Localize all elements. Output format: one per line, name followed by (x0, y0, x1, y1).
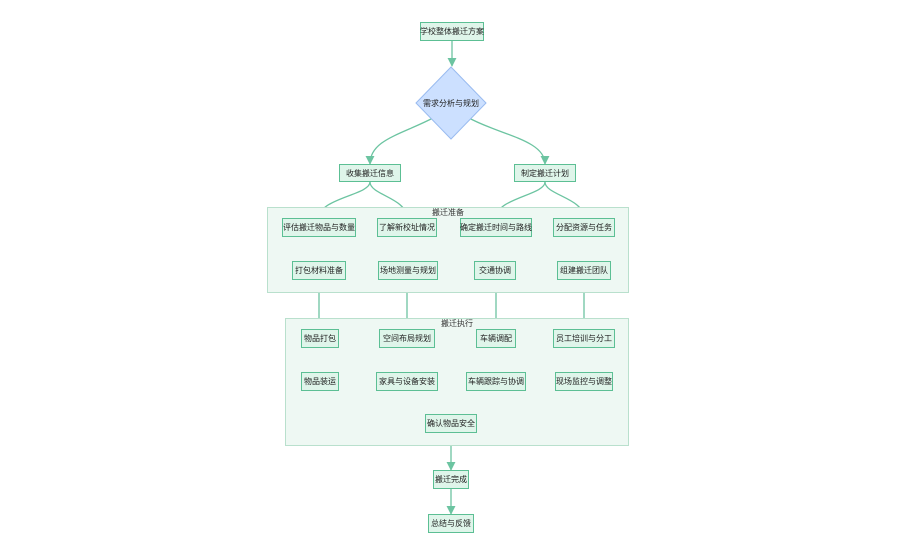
summary-node: 总结与反馈 (428, 514, 474, 533)
team-node: 组建搬迁团队 (557, 261, 611, 280)
exec-cluster-title: 搬迁执行 (441, 319, 473, 328)
pack-node: 物品打包 (301, 329, 339, 348)
training-node: 员工培训与分工 (553, 329, 615, 348)
assign-node: 分配资源与任务 (553, 218, 615, 237)
confirm-node: 确认物品安全 (425, 414, 477, 433)
tracking-node: 车辆跟踪与协调 (466, 372, 526, 391)
analysis-to-plan-edge (468, 117, 550, 165)
transport-node: 物品装运 (301, 372, 339, 391)
root-node: 学校整体搬迁方案 (420, 22, 484, 41)
assess-node: 评估搬迁物品与数量 (282, 218, 356, 237)
monitor-node: 现场监控与调整 (555, 372, 613, 391)
analysis-label: 需求分析与规划 (423, 99, 479, 108)
analysis-to-collect-edge (365, 117, 434, 165)
plan-node: 制定搬迁计划 (514, 164, 576, 182)
prep-cluster-title: 搬迁准备 (432, 208, 464, 217)
measure-node: 场地测量与规划 (378, 261, 438, 280)
layout-node: 空间布局规划 (379, 329, 435, 348)
route-node: 确定搬迁时间与路线 (460, 218, 532, 237)
collect-node: 收集搬迁信息 (339, 164, 401, 182)
traffic-node: 交通协调 (474, 261, 516, 280)
site-node: 了解新校址情况 (377, 218, 437, 237)
dispatch-node: 车辆调配 (476, 329, 516, 348)
pack-materials-node: 打包材料准备 (292, 261, 346, 280)
analysis-decision (415, 66, 487, 140)
install-node: 家具与设备安装 (376, 372, 438, 391)
done-node: 搬迁完成 (433, 470, 469, 489)
